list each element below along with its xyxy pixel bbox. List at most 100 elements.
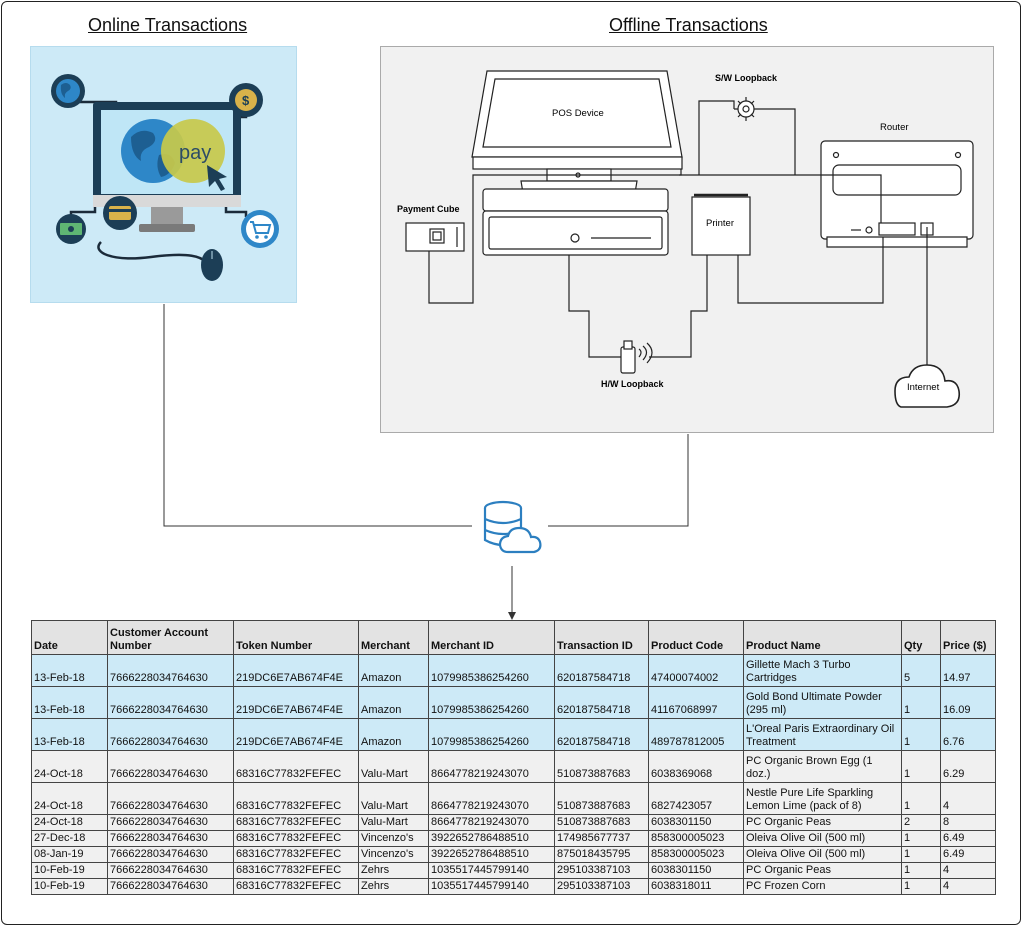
internet-label: Internet bbox=[907, 382, 940, 393]
column-header: Token Number bbox=[233, 620, 359, 655]
offline-illustration: POS Device S/W Loopback Router Payment C… bbox=[397, 70, 974, 408]
dollar-coin-icon: $ bbox=[229, 83, 263, 117]
table-cell: 8 bbox=[940, 814, 996, 831]
column-header: Customer Account Number bbox=[107, 620, 234, 655]
offline-transactions-title: Offline Transactions bbox=[609, 15, 768, 35]
table-cell: 2 bbox=[901, 814, 941, 831]
table-cell: 68316C77832FEFEC bbox=[233, 830, 359, 847]
table-cell: PC Organic Peas bbox=[743, 862, 902, 879]
table-cell: 219DC6E7AB674F4E bbox=[233, 718, 359, 751]
column-header: Merchant ID bbox=[428, 620, 555, 655]
table-cell: 489787812005 bbox=[648, 718, 744, 751]
table-cell: 295103387103 bbox=[554, 878, 649, 895]
table-cell: 6038318011 bbox=[648, 878, 744, 895]
offline-transactions-panel: POS Device S/W Loopback Router Payment C… bbox=[380, 46, 994, 433]
table-cell: Valu-Mart bbox=[358, 750, 429, 783]
table-cell: 68316C77832FEFEC bbox=[233, 862, 359, 879]
table-cell: 4 bbox=[940, 878, 996, 895]
table-cell: 7666228034764630 bbox=[107, 718, 234, 751]
table-cell: 1 bbox=[901, 686, 941, 719]
table-cell: 1035517445799140 bbox=[428, 862, 555, 879]
table-cell: 6827423057 bbox=[648, 782, 744, 815]
table-cell: 13-Feb-18 bbox=[31, 686, 108, 719]
table-cell: 7666228034764630 bbox=[107, 654, 234, 687]
table-cell: 27-Dec-18 bbox=[31, 830, 108, 847]
table-cell: 620187584718 bbox=[554, 686, 649, 719]
table-cell: 8664778219243070 bbox=[428, 782, 555, 815]
table-cell: 510873887683 bbox=[554, 814, 649, 831]
table-cell: 24-Oct-18 bbox=[31, 782, 108, 815]
table-cell: 47400074002 bbox=[648, 654, 744, 687]
table-cell: 1079985386254260 bbox=[428, 654, 555, 687]
table-cell: 1 bbox=[901, 782, 941, 815]
table-cell: 14.97 bbox=[940, 654, 996, 687]
table-cell: PC Organic Peas bbox=[743, 814, 902, 831]
table-cell: 24-Oct-18 bbox=[31, 750, 108, 783]
printer-label: Printer bbox=[706, 218, 734, 229]
table-cell: 68316C77832FEFEC bbox=[233, 814, 359, 831]
table-cell: 8664778219243070 bbox=[428, 750, 555, 783]
mouse-icon bbox=[201, 249, 223, 281]
table-cell: 1 bbox=[901, 830, 941, 847]
table-cell: Amazon bbox=[358, 686, 429, 719]
table-cell: 13-Feb-18 bbox=[31, 654, 108, 687]
online-transactions-title: Online Transactions bbox=[88, 15, 248, 35]
column-header: Qty bbox=[901, 620, 941, 655]
pay-label: pay bbox=[179, 142, 211, 164]
column-header: Product Code bbox=[648, 620, 744, 655]
column-header: Price ($) bbox=[940, 620, 996, 655]
table-cell: 7666228034764630 bbox=[107, 878, 234, 895]
table-cell: Amazon bbox=[358, 654, 429, 687]
cart-icon bbox=[241, 210, 279, 248]
router-icon bbox=[820, 140, 974, 248]
sw-loopback-label: S/W Loopback bbox=[715, 73, 778, 83]
payment-cube-label: Payment Cube bbox=[397, 204, 460, 214]
table-cell: Nestle Pure Life Sparkling Lemon Lime (p… bbox=[743, 782, 902, 815]
table-cell: 620187584718 bbox=[554, 718, 649, 751]
table-cell: 7666228034764630 bbox=[107, 862, 234, 879]
printer-icon bbox=[691, 193, 751, 256]
table-cell: 858300005023 bbox=[648, 830, 744, 847]
table-cell: Valu-Mart bbox=[358, 814, 429, 831]
table-cell: 7666228034764630 bbox=[107, 782, 234, 815]
table-cell: 1 bbox=[901, 750, 941, 783]
cash-icon bbox=[56, 214, 86, 244]
table-cell: Zehrs bbox=[358, 878, 429, 895]
cash-drawer-icon bbox=[482, 188, 669, 256]
monitor-icon: pay bbox=[93, 102, 241, 232]
table-cell: 68316C77832FEFEC bbox=[233, 782, 359, 815]
table-cell: 68316C77832FEFEC bbox=[233, 750, 359, 783]
table-cell: 219DC6E7AB674F4E bbox=[233, 686, 359, 719]
hw-loopback-label: H/W Loopback bbox=[601, 379, 664, 389]
database-cloud-icon bbox=[483, 500, 542, 554]
table-cell: 08-Jan-19 bbox=[31, 846, 108, 863]
table-cell: 7666228034764630 bbox=[107, 846, 234, 863]
table-cell: 6.49 bbox=[940, 846, 996, 863]
table-cell: 1 bbox=[901, 862, 941, 879]
table-cell: 510873887683 bbox=[554, 782, 649, 815]
table-cell: Oleiva Olive Oil (500 ml) bbox=[743, 846, 902, 863]
usb-wireless-icon bbox=[620, 340, 653, 374]
table-cell: 16.09 bbox=[940, 686, 996, 719]
table-cell: 24-Oct-18 bbox=[31, 814, 108, 831]
table-cell: 620187584718 bbox=[554, 654, 649, 687]
table-cell: 8664778219243070 bbox=[428, 814, 555, 831]
table-cell: Amazon bbox=[358, 718, 429, 751]
table-cell: 6038301150 bbox=[648, 862, 744, 879]
table-cell: 858300005023 bbox=[648, 846, 744, 863]
table-cell: 7666228034764630 bbox=[107, 750, 234, 783]
table-cell: 10-Feb-19 bbox=[31, 862, 108, 879]
table-cell: 6.49 bbox=[940, 830, 996, 847]
table-cell: 6038301150 bbox=[648, 814, 744, 831]
table-cell: Zehrs bbox=[358, 862, 429, 879]
table-cell: Gold Bond Ultimate Powder (295 ml) bbox=[743, 686, 902, 719]
table-cell: 68316C77832FEFEC bbox=[233, 878, 359, 895]
